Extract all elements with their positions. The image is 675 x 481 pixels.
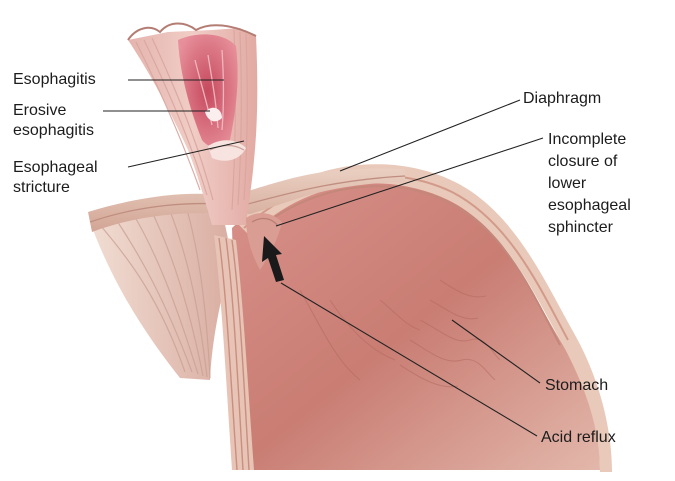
leader-diaphragm xyxy=(340,100,520,171)
label-diaphragm: Diaphragm xyxy=(523,89,601,108)
stomach-body xyxy=(232,174,600,470)
label-les-line1: Incomplete xyxy=(548,130,626,149)
label-esophagitis: Esophagitis xyxy=(13,70,96,89)
label-les-line2: closure of xyxy=(548,152,617,171)
left-crus xyxy=(90,203,232,380)
label-erosive-line1: Erosive xyxy=(13,101,66,120)
label-les-line4: esophageal xyxy=(548,196,631,215)
label-stricture-line2: stricture xyxy=(13,178,70,197)
label-acid-reflux: Acid reflux xyxy=(541,428,616,447)
label-stomach: Stomach xyxy=(545,376,608,395)
label-les-line3: lower xyxy=(548,174,586,193)
label-stricture-line1: Esophageal xyxy=(13,158,98,177)
label-erosive-line2: esophagitis xyxy=(13,121,94,140)
label-les-line5: sphincter xyxy=(548,218,613,237)
